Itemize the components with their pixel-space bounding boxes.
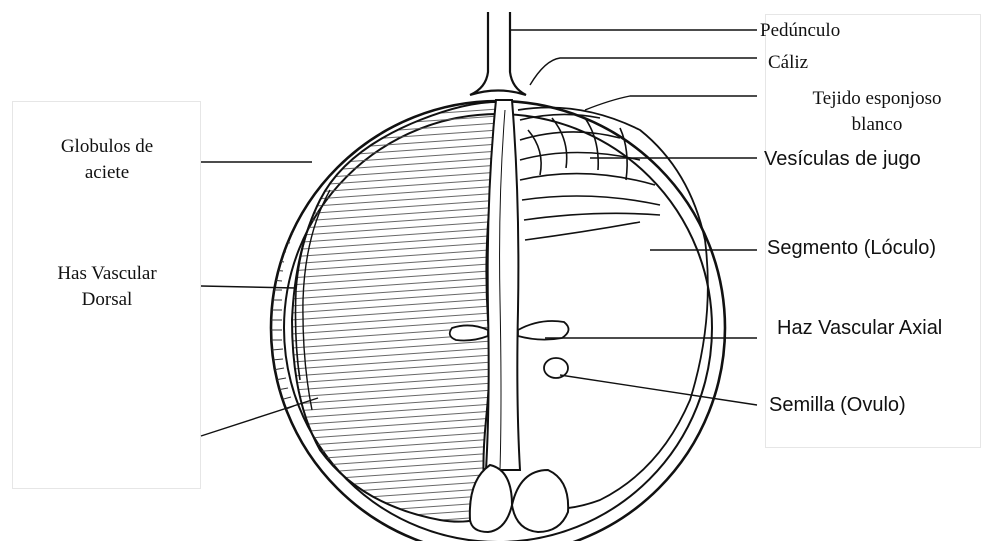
label-haz-axial: Haz Vascular Axial <box>777 315 942 341</box>
label-pedunculo: Pedúnculo <box>760 18 840 44</box>
label-has-line2: Dorsal <box>22 287 192 313</box>
label-tejido: Tejido esponjoso blanco <box>782 86 972 138</box>
label-globulos-line1: Globulos de <box>22 134 192 160</box>
label-tejido-line2: blanco <box>782 112 972 138</box>
leader-caliz <box>530 58 757 85</box>
label-caliz: Cáliz <box>768 50 808 76</box>
label-segmento: Segmento (Lóculo) <box>767 235 936 261</box>
label-has-dorsal: Has Vascular Dorsal <box>22 261 192 313</box>
label-tejido-line1: Tejido esponjoso <box>782 86 972 112</box>
label-globulos: Globulos de aciete <box>22 134 192 186</box>
label-globulos-line2: aciete <box>22 160 192 186</box>
peduncle-shape <box>470 12 526 95</box>
label-semilla: Semilla (Ovulo) <box>769 392 906 418</box>
label-vesiculas: Vesículas de jugo <box>764 146 921 172</box>
central-axis <box>486 100 520 470</box>
axial-bundle-left <box>450 325 488 340</box>
leader-tejido <box>585 96 757 110</box>
label-has-line1: Has Vascular <box>22 261 192 287</box>
